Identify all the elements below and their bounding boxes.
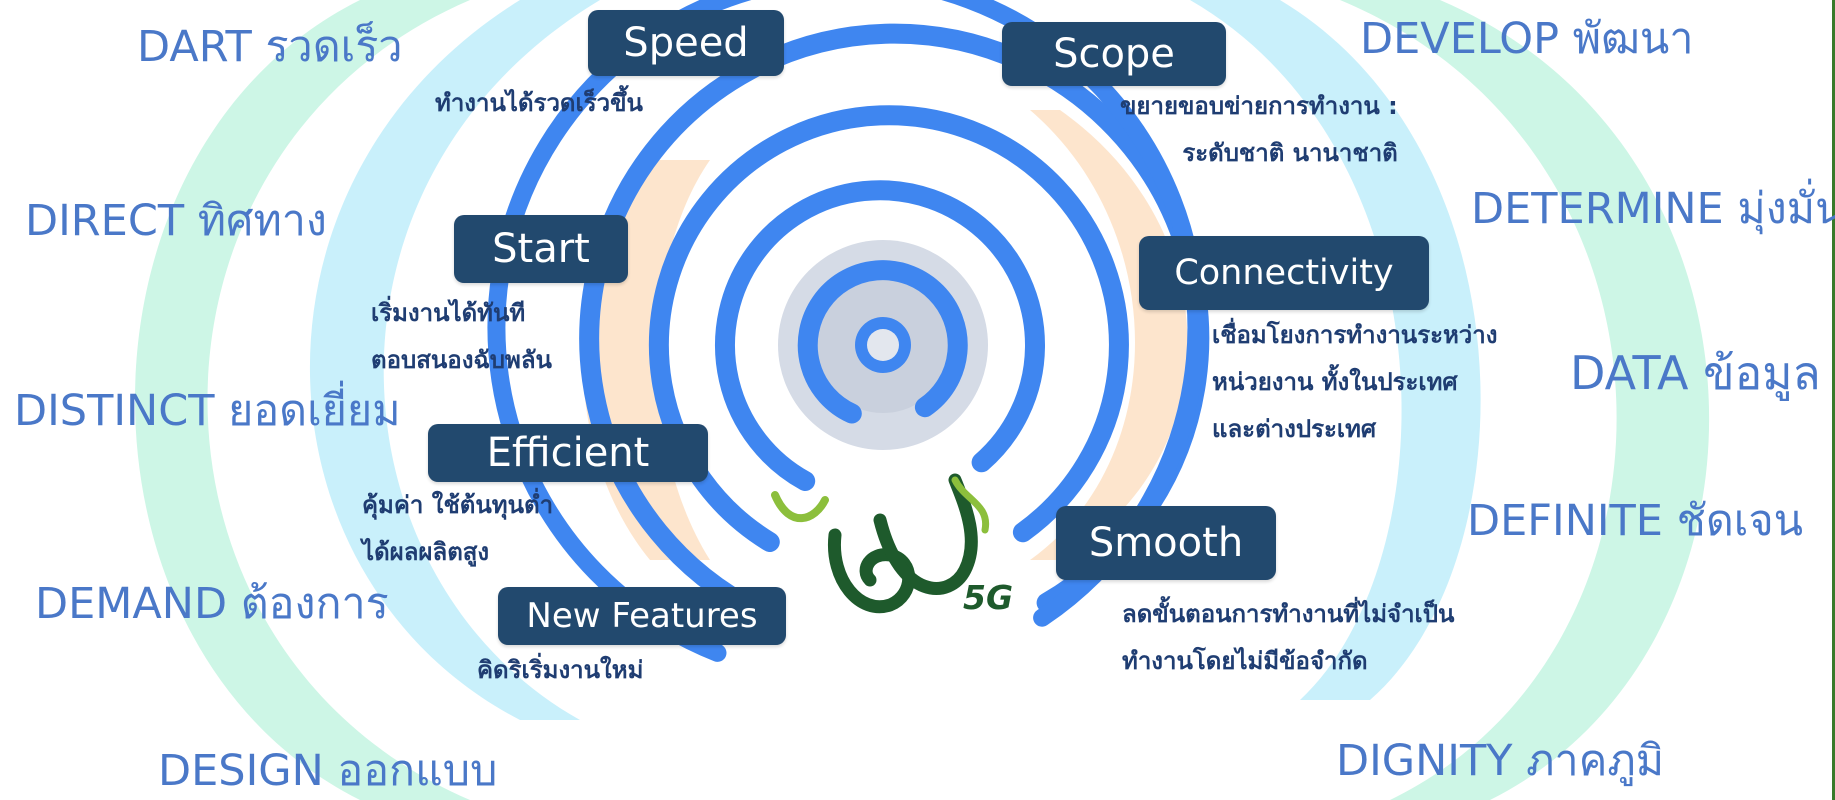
d-word-dignity: DIGNITY ภาคภูมิ bbox=[1336, 736, 1665, 786]
d-word-demand: DEMAND ต้องการ bbox=[35, 579, 389, 629]
logo-mark bbox=[771, 473, 990, 614]
pill-new-features: New Features bbox=[498, 587, 786, 645]
desc-scope: ขยายขอบข่ายการทำงาน : ระดับชาติ นานาชาติ bbox=[1120, 83, 1398, 177]
signal-arc-3 bbox=[648, 105, 1129, 552]
left-cyan-band bbox=[309, 0, 600, 720]
d-word-determine: DETERMINE มุ่งมั่น bbox=[1471, 184, 1835, 234]
desc-connectivity-line-2: หน่วยงาน ทั้งในประเทศ bbox=[1212, 368, 1458, 396]
desc-start-line-2: ตอบสนองฉับพลัน bbox=[371, 346, 552, 374]
right-peach-glow bbox=[1030, 110, 1188, 560]
d-word-definite: DEFINITE ชัดเจน bbox=[1467, 496, 1804, 546]
desc-start-line-1: เริ่มงานได้ทันที bbox=[371, 299, 526, 327]
pill-speed: Speed bbox=[588, 10, 784, 76]
desc-speed-line-1: ทำงานได้รวดเร็วขึ้น bbox=[435, 89, 643, 117]
pill-smooth: Smooth bbox=[1056, 506, 1276, 580]
desc-connectivity-line-1: เชื่อมโยงการทำงานระหว่าง bbox=[1212, 321, 1498, 349]
desc-speed: ทำงานได้รวดเร็วขึ้น bbox=[435, 80, 643, 127]
desc-smooth-line-2: ทำงานโดยไม่มีข้อจำกัด bbox=[1122, 647, 1368, 675]
desc-smooth: ลดขั้นตอนการทำงานที่ไม่จำเป็น ทำงานโดยไม… bbox=[1122, 591, 1454, 685]
desc-start: เริ่มงานได้ทันที ตอบสนองฉับพลัน bbox=[371, 290, 552, 384]
pill-efficient: Efficient bbox=[428, 424, 708, 482]
desc-new-features: คิดริเริ่มงานใหม่ bbox=[477, 647, 643, 694]
pill-scope: Scope bbox=[1002, 22, 1226, 86]
desc-scope-line-1: ขยายขอบข่ายการทำงาน : bbox=[1120, 92, 1398, 120]
desc-efficient-line-2: ได้ผลผลิตสูง bbox=[362, 538, 490, 566]
d-word-design: DESIGN ออกแบบ bbox=[158, 746, 498, 796]
desc-smooth-line-1: ลดขั้นตอนการทำงานที่ไม่จำเป็น bbox=[1122, 600, 1455, 628]
left-mint-band bbox=[135, 0, 470, 800]
pill-connectivity: Connectivity bbox=[1139, 236, 1429, 310]
pill-start: Start bbox=[454, 215, 628, 283]
signal-arc-2 bbox=[715, 180, 1045, 491]
d-word-distinct: DISTINCT ยอดเยี่ยม bbox=[14, 386, 401, 436]
signal-arc-1 bbox=[797, 260, 968, 424]
desc-efficient-line-1: คุ้มค่า ใช้ต้นทุนต่ำ bbox=[362, 491, 554, 519]
right-cyan-band bbox=[1190, 0, 1481, 700]
d-word-direct: DIRECT ทิศทาง bbox=[25, 196, 327, 246]
d-word-develop: DEVELOP พัฒนา bbox=[1360, 14, 1694, 64]
desc-connectivity-line-3: และต่างประเทศ bbox=[1212, 415, 1377, 443]
desc-connectivity: เชื่อมโยงการทำงานระหว่าง หน่วยงาน ทั้งใน… bbox=[1212, 312, 1497, 453]
right-mint-band bbox=[1340, 0, 1710, 800]
logo-5g-text: 5G bbox=[963, 578, 1014, 617]
desc-new-features-line-1: คิดริเริ่มงานใหม่ bbox=[477, 656, 644, 684]
d-word-data: DATA ข้อมูล bbox=[1570, 346, 1821, 400]
right-edge-border bbox=[1832, 0, 1835, 800]
desc-scope-line-2: ระดับชาติ นานาชาติ bbox=[1182, 139, 1398, 167]
d-word-dart: DART รวดเร็ว bbox=[137, 22, 403, 72]
desc-efficient: คุ้มค่า ใช้ต้นทุนต่ำ ได้ผลผลิตสูง bbox=[362, 482, 553, 576]
